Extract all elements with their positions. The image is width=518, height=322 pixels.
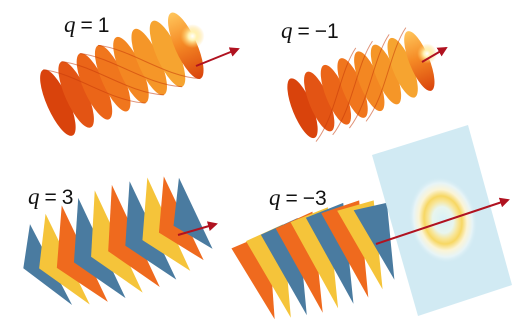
helix-surface [40,12,205,136]
q-symbol: q [64,12,76,37]
label-q-3: q=3 [28,185,73,208]
q-value: 3 [61,186,74,209]
helix-panel-q-1 [40,12,240,136]
helix-sheets [231,200,395,320]
arrow-icon [421,46,448,63]
q-value: 1 [97,14,110,37]
equals-sign: = [44,186,57,209]
q-value: −3 [302,187,327,210]
equals-sign: = [297,20,310,43]
arrow-icon [195,47,240,67]
q-symbol: q [28,184,40,209]
label-q-minus-1: q=−1 [281,19,339,42]
label-q-1: q=1 [64,13,109,36]
arrow-icon [375,197,510,245]
arrow-icon [177,221,218,236]
helix-panel-q-minus-3 [231,125,512,320]
helix-sheets [23,176,213,306]
q-symbol: q [269,185,281,210]
equals-sign: = [285,187,298,210]
label-q-minus-3: q=−3 [269,186,327,209]
helix-surface [287,27,438,142]
helix-panel-q-minus-1 [287,27,448,142]
q-symbol: q [281,18,293,43]
q-value: −1 [314,20,339,43]
helix-panel-q-3 [23,176,218,306]
equals-sign: = [80,14,93,37]
intensity-ring [408,176,478,264]
